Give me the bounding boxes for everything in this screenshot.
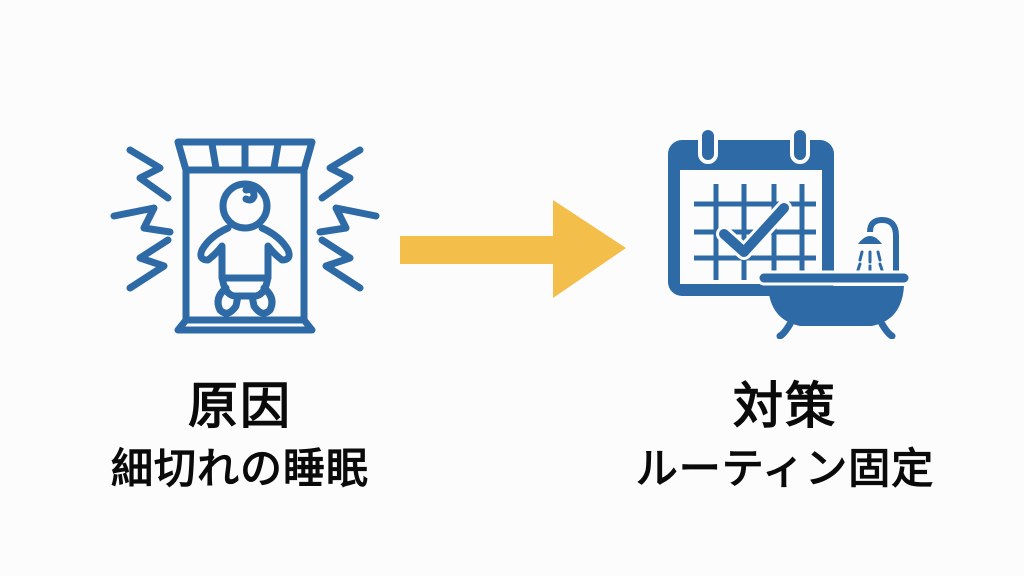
cause-subtitle: 細切れの睡眠 [110,444,369,493]
cause-label: 原因 細切れの睡眠 [80,378,400,494]
crying-baby-in-crib-icon [110,138,380,334]
cause-title: 原因 [188,377,292,435]
solution-label: 対策 ルーティン固定 [600,378,970,494]
solution-title: 対策 [733,377,837,435]
calendar-check-and-bathtub-icon [668,126,912,339]
solution-subtitle: ルーティン固定 [635,444,935,493]
right-arrow-icon [400,200,626,298]
